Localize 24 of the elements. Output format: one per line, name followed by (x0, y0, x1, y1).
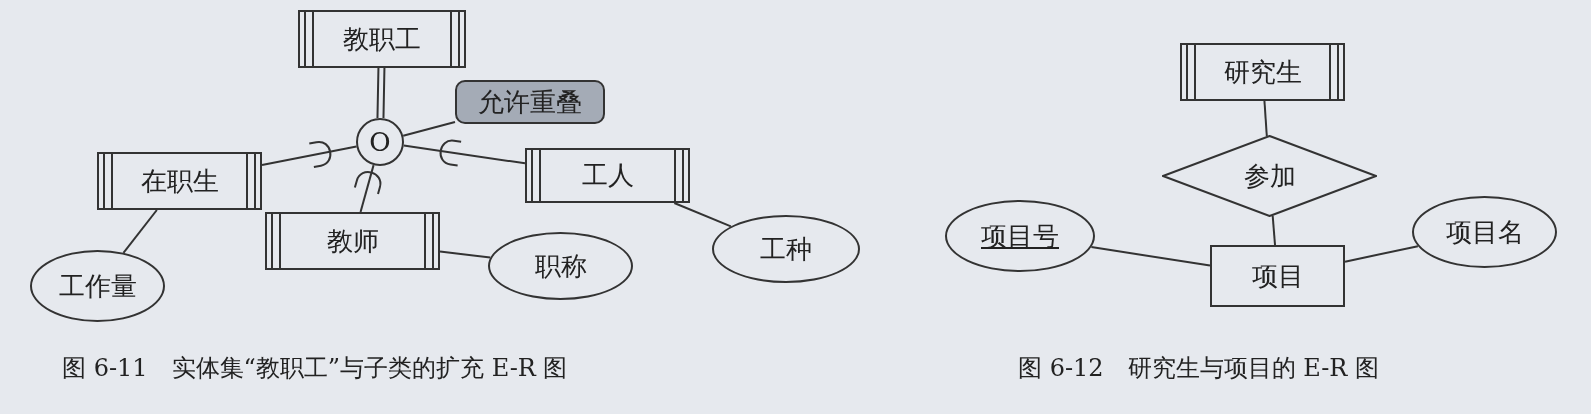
weak-entity-box: 工人 (525, 148, 690, 203)
figure-caption: 图 6-11 实体集“教职工”与子类的扩充 E-R 图 (62, 353, 568, 384)
attribute-ellipse: 职称 (488, 232, 633, 300)
weak-entity-box: 教师 (265, 212, 440, 270)
leader-line (402, 121, 456, 137)
connector-line (1271, 214, 1276, 246)
figure-caption: 图 6-12 研究生与项目的 E-R 图 (1018, 353, 1379, 384)
attribute-ellipse: 项目号 (945, 200, 1095, 272)
connector-line (261, 145, 358, 166)
attribute-ellipse: 工作量 (30, 250, 165, 322)
attribute-ellipse: 工种 (712, 215, 860, 283)
connector-line (1263, 100, 1268, 138)
attribute-ellipse: 项目名 (1412, 196, 1557, 268)
connector-line (673, 202, 732, 228)
relationship-diamond: 参加 (1162, 135, 1377, 217)
entity-box: 项目 (1210, 245, 1345, 307)
weak-entity-box: 教职工 (298, 10, 466, 68)
callout-box: 允许重叠 (455, 80, 605, 124)
connector-line (359, 164, 375, 213)
weak-entity-box: 研究生 (1180, 43, 1345, 101)
connector-line (402, 144, 526, 165)
double-line (376, 66, 386, 120)
weak-entity-box: 在职生 (97, 152, 262, 210)
overlap-circle: O (356, 118, 404, 166)
